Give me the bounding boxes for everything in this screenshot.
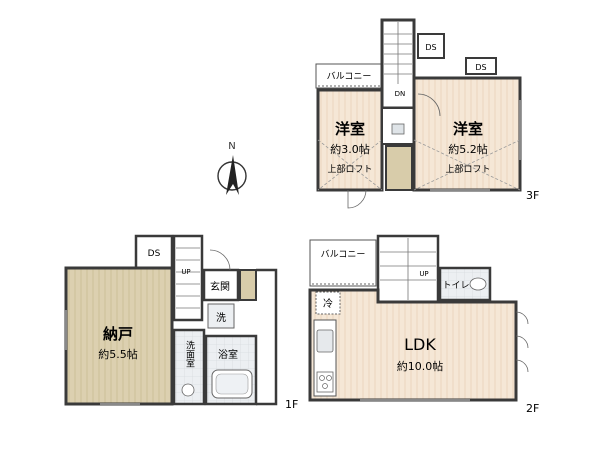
floor-2f-label: 2F (526, 402, 539, 415)
shoe-box-1f (239, 269, 257, 301)
door-3f-right (417, 93, 441, 117)
floor-3f-label: 3F (526, 189, 539, 202)
floor-2f: バルコニー UP DN トイレ LDK 約10.0帖 冷 (308, 234, 539, 415)
room-3f-right-loft: 上部ロフト (445, 163, 490, 175)
ldk-2f-size: 約10.0帖 (397, 359, 444, 373)
compass: N (217, 141, 247, 195)
balcony-3f (315, 63, 383, 89)
stair-1f-steps (176, 247, 200, 309)
storage-room-1f-name: 納戸 (103, 325, 133, 343)
stove-icon (316, 371, 334, 393)
door-3f-bottom (347, 189, 367, 209)
balcony-2f (309, 239, 377, 287)
ds-3f-top-label: DS (425, 43, 436, 52)
floor-1f-label: 1F (285, 398, 298, 411)
window-2f-right-1 (515, 311, 529, 325)
window-2f-right-3 (515, 359, 529, 373)
ds-3f-right (465, 57, 497, 75)
closet-3f (385, 145, 413, 191)
entrance-1f-label: 玄関 (210, 280, 230, 293)
balcony-3f-label: バルコニー (327, 71, 372, 82)
floor-3f: バルコニー DN DS DS 洋室 約3.0帖 上部ロフト 洋室 約5 (315, 18, 539, 209)
storage-room-1f-size: 約5.5帖 (98, 347, 138, 361)
sink-3f-icon (391, 123, 405, 135)
room-3f-left (316, 88, 384, 192)
balcony-2f-label: バルコニー (321, 249, 366, 260)
toilet-2f-icon (469, 277, 487, 291)
wall-1f-right (256, 268, 278, 406)
room-3f-left-size: 約3.0帖 (330, 142, 370, 156)
door-1f-entrance (209, 249, 231, 271)
north-arrow-icon (226, 155, 239, 195)
stair-2f-steps (380, 238, 436, 300)
room-3f-right-size: 約5.2帖 (448, 142, 488, 156)
room-3f-right-name: 洋室 (453, 120, 483, 138)
ds-1f-upper (134, 234, 174, 270)
entrance-1f (202, 268, 240, 302)
ds-3f-top (417, 33, 445, 59)
fridge-2f (315, 291, 341, 315)
stair-1f-up: UP (181, 268, 190, 276)
storage-room-1f (64, 266, 174, 406)
compass-north-label: N (228, 141, 235, 152)
fridge-2f-label: 冷 (323, 297, 333, 310)
kitchen-sink-icon (316, 329, 334, 353)
ds-1f-upper-label: DS (148, 249, 161, 259)
washer-1f (207, 303, 235, 329)
toilet-2f-label: トイレ (442, 281, 469, 291)
window-2f-right-2 (515, 335, 529, 349)
ldk-2f-name: LDK (404, 335, 436, 354)
room-3f-left-loft: 上部ロフト (327, 163, 372, 175)
sink-1f-icon (181, 383, 195, 397)
bathtub-1f-basin (215, 373, 249, 395)
stair-2f-up: UP (419, 270, 428, 278)
stair-3f-steps (384, 22, 412, 84)
stair-1f (172, 234, 204, 322)
stair-3f-dn: DN (395, 90, 406, 98)
room-3f-left-name: 洋室 (335, 120, 365, 138)
floor-1f: DS DS UP 納戸 約5.5帖 玄関 洗 洗面室 浴室 (64, 234, 298, 411)
ldk-2f (308, 288, 518, 402)
washroom-1f-label: 洗面室 (184, 339, 195, 367)
washer-1f-label: 洗 (216, 312, 226, 324)
ds-3f-right-label: DS (475, 63, 486, 72)
bath-1f-label: 浴室 (218, 348, 238, 361)
